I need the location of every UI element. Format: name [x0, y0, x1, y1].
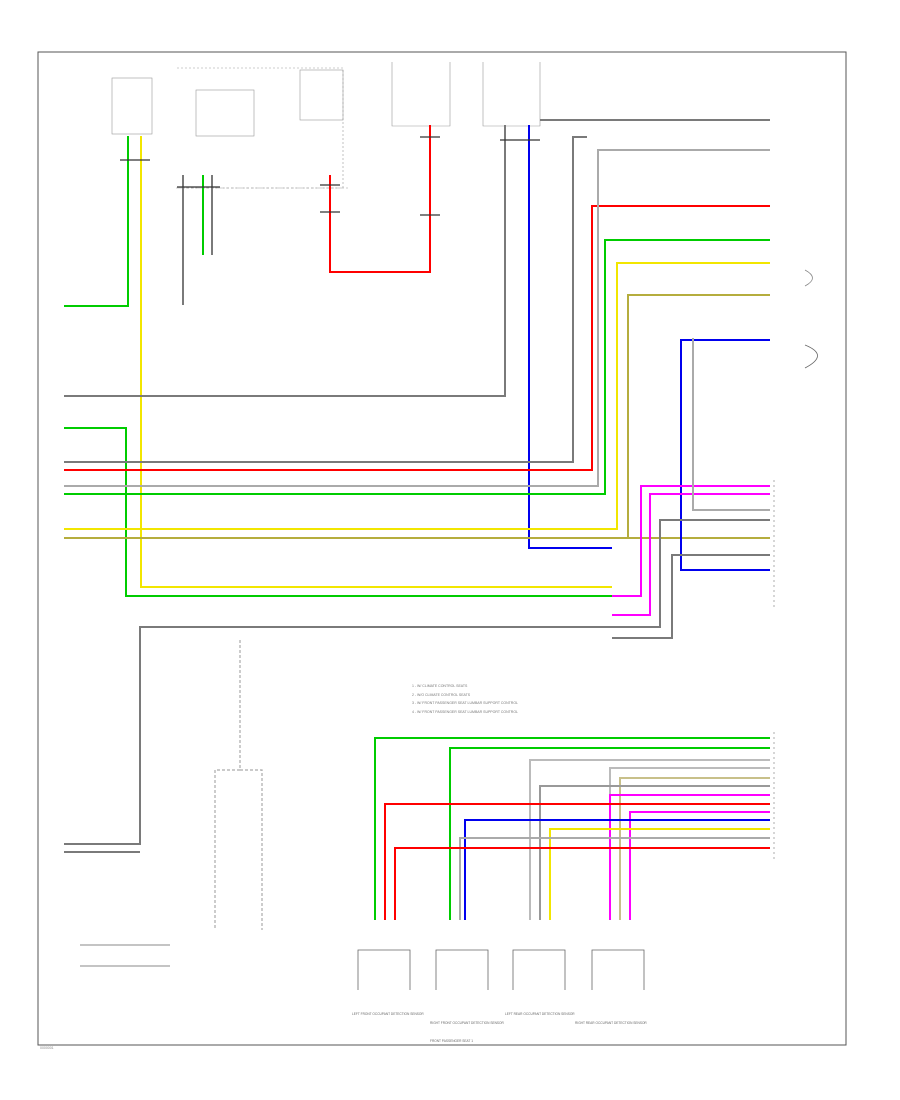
wire-pnk-b2: [629, 811, 770, 920]
wire-grn-b2: [449, 747, 770, 920]
sensor-label-3: LEFT REAR OCCUPANT DETECTION SENSOR: [505, 1012, 575, 1016]
wire-gray-b4: [459, 837, 770, 920]
wire-pnk-2: [612, 493, 770, 616]
splice-loop: [804, 269, 813, 287]
wire-red-2: [64, 205, 770, 471]
sensor-label-4: RIGHT REAR OCCUPANT DETECTION SENSOR: [575, 1021, 647, 1025]
wire-gray-b2: [609, 767, 770, 920]
wire-gray-5: [612, 519, 770, 628]
right-connector-column: [773, 269, 818, 862]
footer-code: 0000001: [40, 1046, 54, 1050]
wire-blu-1: [528, 125, 612, 549]
diagram-frame: [37, 51, 847, 1046]
relay-box: [195, 89, 255, 137]
wire-gray-b3: [539, 785, 770, 920]
wire-yel-b1: [549, 828, 770, 920]
sensor-box-left-rear: [512, 949, 566, 990]
switch-box: [299, 69, 344, 121]
wire-grn-b1: [374, 737, 770, 920]
wire-olive-2: [627, 294, 770, 538]
legend-item: 1 - W/ CLIMATE CONTROL SEATS: [412, 684, 468, 688]
sensor-label-1: LEFT FRONT OCCUPANT DETECTION SENSOR: [352, 1012, 424, 1016]
wire-gray-1: [64, 125, 506, 397]
wire-pnk-b1: [609, 794, 770, 920]
seat-heater-left-box: [391, 62, 451, 127]
splice-loop: [804, 344, 818, 369]
wire-yel-1: [140, 136, 612, 588]
wire-grn-2: [64, 427, 612, 597]
component-box-center: [177, 67, 344, 189]
bottom-caption: FRONT PASSENGER SEAT 1: [430, 1039, 473, 1043]
wire-gray-2: [64, 136, 587, 463]
legend-item: 4 - W/ FRONT PASSENGER SEAT LUMBAR SUPPO…: [412, 709, 518, 714]
legend-item: 3 - W/ FRONT PASSENGER SEAT LUMBAR SUPPO…: [412, 701, 518, 706]
wire-gray-4: [692, 338, 770, 511]
sensor-labels: LEFT FRONT OCCUPANT DETECTION SENSOR RIG…: [352, 1012, 647, 1043]
wire-gray-bl2: [214, 640, 241, 930]
wire-yel-2: [64, 262, 770, 530]
wire-red-b2: [394, 847, 770, 920]
wire-pnk-1: [612, 485, 770, 597]
wires: [64, 119, 770, 967]
wire-gray-bl4: [80, 944, 170, 967]
wire-red-b1: [384, 803, 770, 920]
wire-blu-2: [680, 339, 770, 571]
wire-blu-b1: [464, 819, 770, 920]
legend-list: 1 - W/ CLIMATE CONTROL SEATS 2 - W/O CLI…: [412, 682, 672, 716]
wire-gray-7: [612, 554, 770, 639]
wire-gray-6: [64, 626, 612, 845]
wire-gray-b1: [529, 759, 770, 920]
sensor-label-2: RIGHT FRONT OCCUPANT DETECTION SENSOR: [430, 1021, 504, 1025]
sensor-box-left-front: [357, 949, 411, 990]
sensor-boxes: [357, 949, 645, 990]
wire-gray-bl3: [240, 769, 263, 930]
seat-heater-right-box: [482, 62, 541, 127]
component-box-left: [111, 77, 153, 135]
wire-olive-b1: [619, 777, 770, 920]
wire-grn-1: [64, 136, 129, 307]
top-components: [111, 62, 541, 189]
connector-marks: [120, 136, 540, 216]
legend-item: 2 - W/O CLIMATE CONTROL SEATS: [412, 692, 471, 697]
wire-gray-3: [64, 149, 770, 487]
wire-grn-3: [64, 239, 770, 495]
sensor-box-right-front: [435, 949, 489, 990]
wire-red-1: [329, 125, 431, 273]
sensor-box-right-rear: [591, 949, 645, 990]
